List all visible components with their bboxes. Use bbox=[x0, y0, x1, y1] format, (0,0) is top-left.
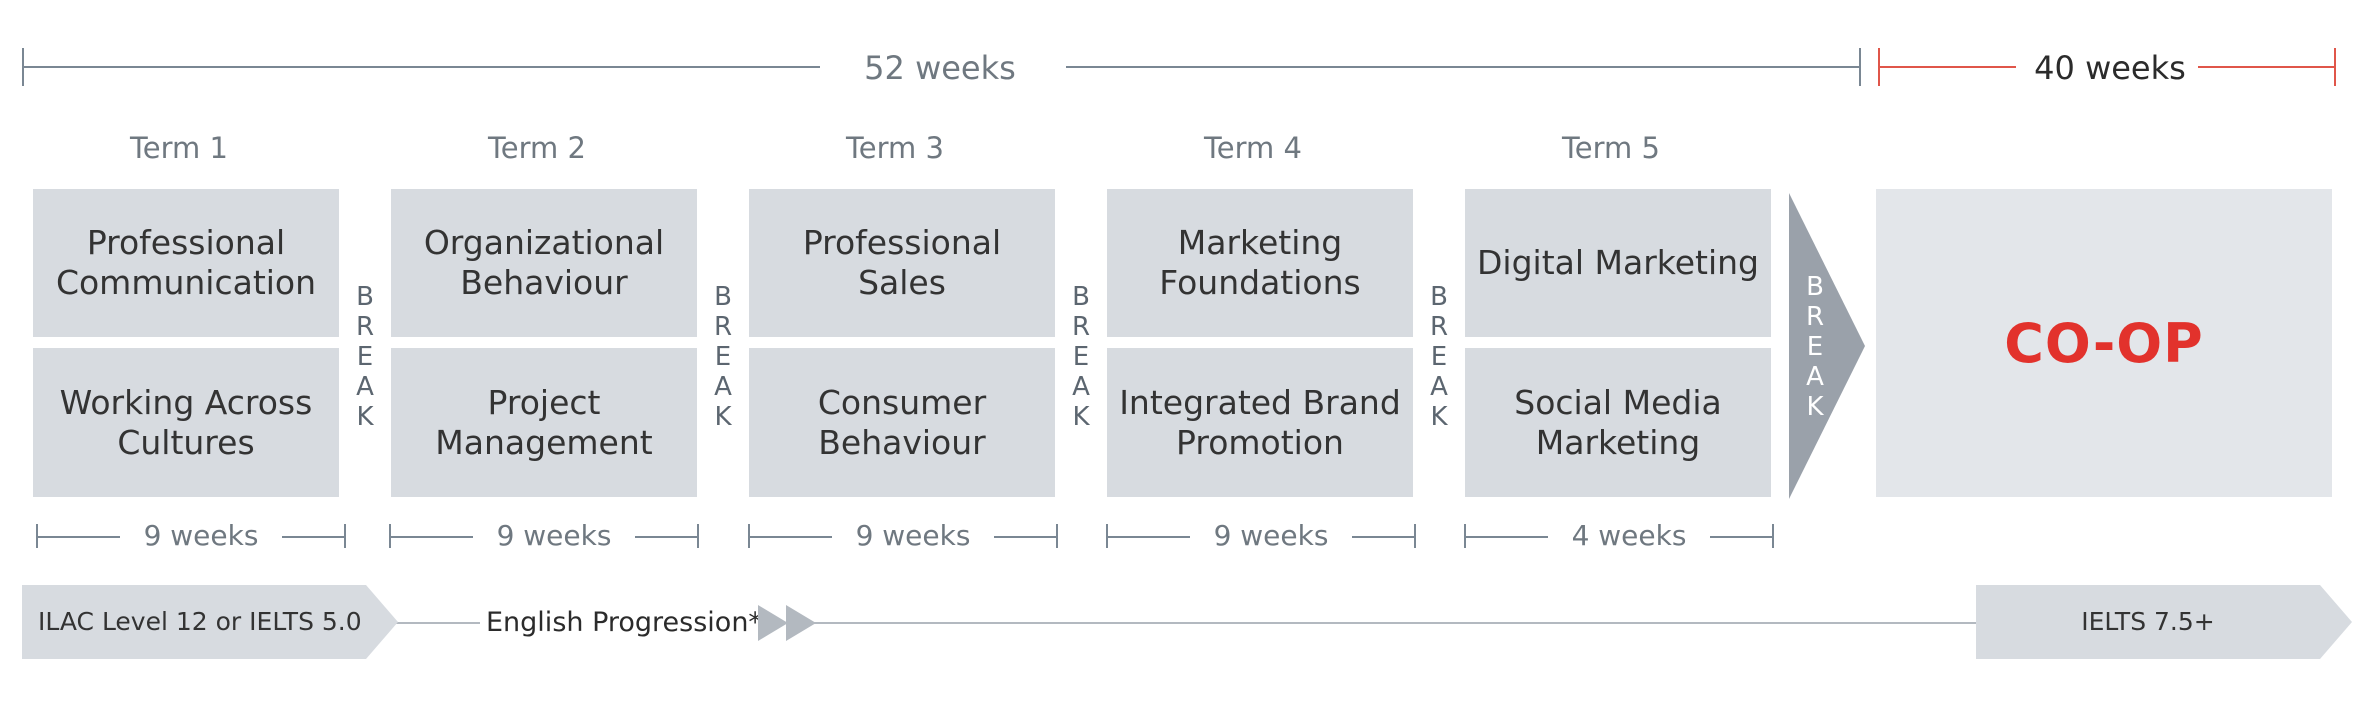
term-4-label: Term 4 bbox=[1204, 131, 1302, 165]
term-5-course-bottom: Social Media Marketing bbox=[1465, 348, 1771, 497]
entry-arrow-shape bbox=[22, 585, 398, 659]
term-5-course-top: Digital Marketing bbox=[1465, 189, 1771, 337]
term-1-duration-label: 9 weeks bbox=[120, 519, 282, 553]
break-letter: B bbox=[1806, 272, 1824, 302]
progression-line bbox=[395, 622, 1980, 624]
term-5-duration-label: 4 weeks bbox=[1548, 519, 1710, 553]
break-letter: A bbox=[1072, 372, 1090, 402]
term-1-course-top: Professional Communication bbox=[33, 189, 339, 337]
term-4-course-bottom: Integrated Brand Promotion bbox=[1107, 348, 1413, 497]
break-letter: R bbox=[1805, 302, 1825, 332]
break-arrow bbox=[1789, 193, 1865, 499]
break-letter: K bbox=[1806, 392, 1824, 422]
term-2-label: Term 2 bbox=[488, 131, 586, 165]
break-letter: B bbox=[356, 282, 374, 312]
term-3-course-bottom: Consumer Behaviour bbox=[749, 348, 1055, 497]
coop-block: CO-OP bbox=[1876, 189, 2332, 497]
english-progression-label: English Progression* bbox=[480, 607, 768, 639]
term-2-course-bottom: Project Management bbox=[391, 348, 697, 497]
duration-tick bbox=[1056, 524, 1058, 548]
exit-level-label: IELTS 7.5+ bbox=[2081, 607, 2215, 636]
bracket-line-left bbox=[22, 66, 820, 68]
break-letter: R bbox=[1071, 312, 1091, 342]
exit-level-arrow bbox=[1976, 585, 2352, 659]
break-letter: E bbox=[356, 342, 374, 372]
break-arrow-shape bbox=[1789, 193, 1865, 499]
break-letter: R bbox=[713, 312, 733, 342]
term-2-course-top: Organizational Behaviour bbox=[391, 189, 697, 337]
term-1-label: Term 1 bbox=[130, 131, 228, 165]
duration-tick bbox=[697, 524, 699, 548]
break-letter: E bbox=[1430, 342, 1448, 372]
entry-requirement-arrow bbox=[22, 585, 398, 659]
break-letter: K bbox=[356, 402, 374, 432]
bracket-line-right bbox=[1066, 66, 1861, 68]
break-letter: A bbox=[356, 372, 374, 402]
term-1-course-bottom: Working Across Cultures bbox=[33, 348, 339, 497]
break-letter: A bbox=[1806, 362, 1824, 392]
duration-tick bbox=[1414, 524, 1416, 548]
exit-arrow-shape bbox=[1976, 585, 2352, 659]
entry-requirement-label: ILAC Level 12 or IELTS 5.0 bbox=[38, 607, 362, 636]
break-letter: K bbox=[714, 402, 732, 432]
break-letter: R bbox=[1429, 312, 1449, 342]
break-letter: R bbox=[355, 312, 375, 342]
coop-bracket-tick-right bbox=[2334, 48, 2336, 86]
break-letter: A bbox=[714, 372, 732, 402]
break-letter: B bbox=[714, 282, 732, 312]
bracket-tick-right bbox=[1859, 48, 1861, 86]
coop-bracket-line-left bbox=[1878, 66, 2016, 68]
duration-tick bbox=[344, 524, 346, 548]
break-letter: B bbox=[1430, 282, 1448, 312]
coop-duration-label: 40 weeks bbox=[2034, 49, 2186, 87]
break-letter: K bbox=[1072, 402, 1090, 432]
coop-bracket-line-right bbox=[2198, 66, 2336, 68]
term-3-course-top: Professional Sales bbox=[749, 189, 1055, 337]
break-letter: E bbox=[714, 342, 732, 372]
duration-tick bbox=[1772, 524, 1774, 548]
break-letter: E bbox=[1806, 332, 1824, 362]
break-letter: E bbox=[1072, 342, 1090, 372]
term-5-label: Term 5 bbox=[1562, 131, 1660, 165]
break-letter: A bbox=[1430, 372, 1448, 402]
term-2-duration-label: 9 weeks bbox=[473, 519, 635, 553]
break-letter: B bbox=[1072, 282, 1090, 312]
term-4-duration-label: 9 weeks bbox=[1190, 519, 1352, 553]
term-3-label: Term 3 bbox=[846, 131, 944, 165]
term-4-course-top: Marketing Foundations bbox=[1107, 189, 1413, 337]
progression-chevrons-icon bbox=[758, 605, 816, 641]
break-letter: K bbox=[1430, 402, 1448, 432]
term-3-duration-label: 9 weeks bbox=[832, 519, 994, 553]
study-duration-label: 52 weeks bbox=[864, 49, 1016, 87]
